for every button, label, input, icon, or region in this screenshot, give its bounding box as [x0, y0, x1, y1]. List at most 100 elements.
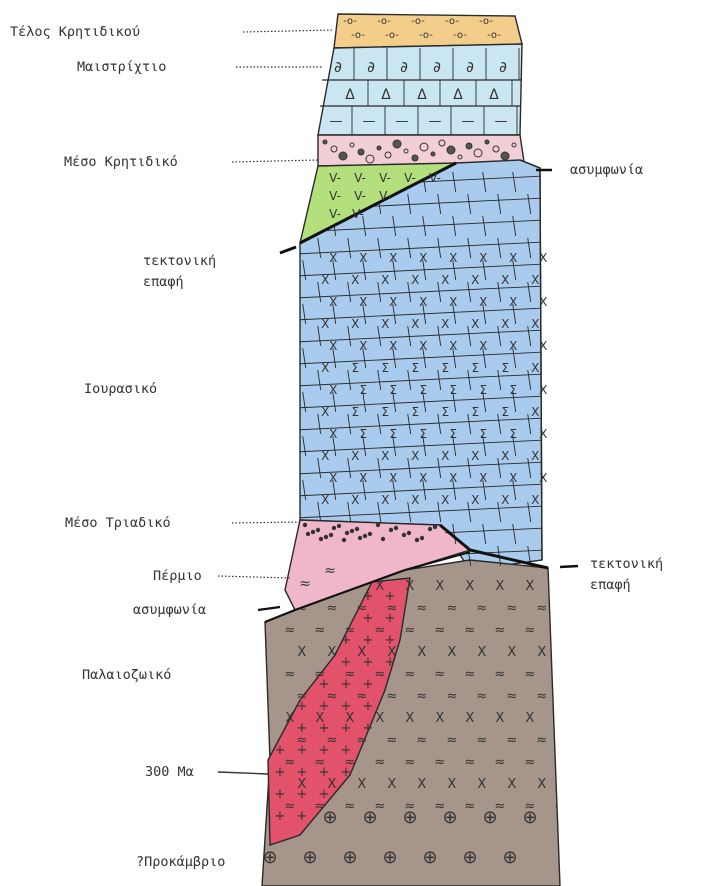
granite-plus-symbol: +	[275, 765, 286, 780]
cross-symbol: X	[381, 273, 389, 287]
cross-symbol: X	[411, 493, 419, 507]
ammonite-symbol: ∂	[400, 58, 408, 76]
sigma-symbol: Σ	[359, 427, 367, 441]
paleozoic-symbol: X	[465, 711, 474, 726]
paleozoic-symbol: X	[525, 711, 534, 726]
paleozoic-symbol: X	[477, 645, 486, 660]
volcanic-symbol: V-	[329, 207, 341, 221]
granite-plus-symbol: +	[363, 721, 374, 736]
circle-plus-symbol: ⊕	[482, 807, 497, 828]
cross-symbol: X	[539, 251, 547, 265]
cross-symbol: X	[419, 339, 427, 353]
volcanic-symbol: V-	[354, 171, 366, 185]
granite-plus-symbol: +	[297, 787, 308, 802]
granite-plus-symbol: +	[297, 699, 308, 714]
cross-symbol: X	[389, 471, 397, 485]
paleozoic-symbol: ≈	[386, 733, 397, 748]
cross-symbol: X	[321, 317, 329, 331]
cross-symbol: X	[359, 251, 367, 265]
sigma-symbol: Σ	[501, 361, 509, 375]
sigma-symbol: Σ	[411, 405, 419, 419]
circle-plus-symbol: ⊕	[362, 807, 377, 828]
permian-grain	[407, 531, 411, 535]
paleozoic-symbol: X	[405, 711, 414, 726]
granite-plus-symbol: +	[341, 699, 352, 714]
paleozoic-symbol: ≈	[554, 799, 565, 814]
cross-symbol: X	[381, 317, 389, 331]
label-mid-cretaceous: Μέσο Κρητιδικό	[64, 154, 178, 170]
sigma-symbol: Σ	[471, 361, 479, 375]
granite-plus-symbol: +	[319, 743, 330, 758]
granite-plus-symbol: +	[297, 743, 308, 758]
permian-grain	[345, 531, 349, 535]
triangle-symbol: Δ	[489, 87, 499, 103]
paleozoic-symbol: ≈	[476, 601, 487, 616]
paleozoic-symbol: ≈	[404, 667, 415, 682]
cross-symbol: X	[411, 317, 419, 331]
paleozoic-symbol: X	[405, 579, 414, 594]
paleozoic-symbol: X	[297, 645, 306, 660]
granite-plus-symbol: +	[341, 721, 352, 736]
granite-plus-symbol: +	[341, 743, 352, 758]
label-tectonic-contact-1b: επαφή	[143, 274, 184, 290]
cross-symbol: X	[531, 317, 539, 331]
permian-grain	[316, 528, 320, 532]
paleozoic-symbol: X	[417, 777, 426, 792]
cross-symbol: X	[531, 273, 539, 287]
leader-dotted	[243, 30, 334, 32]
label-precambrian: ?Προκάμβριο	[136, 854, 225, 870]
paleozoic-symbol: X	[507, 777, 516, 792]
sigma-symbol: Σ	[449, 383, 457, 397]
granite-plus-symbol: +	[319, 677, 330, 692]
permian-grain	[337, 524, 341, 528]
cross-symbol: X	[321, 273, 329, 287]
cross-symbol: X	[479, 251, 487, 265]
granite-plus-symbol: +	[297, 765, 308, 780]
label-jurassic: Ιουρασικό	[84, 381, 157, 397]
cross-symbol: X	[509, 471, 517, 485]
permian-grain	[358, 536, 362, 540]
cross-symbol: X	[351, 317, 359, 331]
paleozoic-symbol: ≈	[494, 755, 505, 770]
paleozoic-symbol: X	[435, 711, 444, 726]
paleozoic-symbol: X	[375, 711, 384, 726]
label-tectonic-contact-1: τεκτονική	[143, 253, 216, 269]
sigma-symbol: Σ	[509, 427, 517, 441]
permian-grain	[319, 537, 323, 541]
paleozoic-symbol: ≈	[566, 601, 577, 616]
cross-symbol: X	[449, 471, 457, 485]
oolite-symbol: -o-	[411, 16, 425, 27]
sigma-symbol: Σ	[359, 383, 367, 397]
granite-plus-symbol: +	[385, 611, 396, 626]
cross-symbol: X	[389, 251, 397, 265]
paleozoic-symbol: ≈	[314, 623, 325, 638]
paleozoic-symbol: X	[327, 645, 336, 660]
cross-symbol: X	[411, 449, 419, 463]
triangle-symbol: Δ	[417, 87, 427, 103]
granite-plus-symbol: +	[275, 743, 286, 758]
granite-plus-symbol: +	[341, 765, 352, 780]
label-unconformity-right: ασυμφωνία	[570, 162, 643, 178]
oolite-symbol: -o-	[377, 16, 391, 27]
granite-plus-symbol: +	[297, 721, 308, 736]
cross-symbol: X	[321, 361, 329, 375]
sigma-symbol: Σ	[351, 405, 359, 419]
sigma-symbol: Σ	[381, 405, 389, 419]
conglomerate-pebble	[377, 146, 381, 150]
paleozoic-symbol: ≈	[476, 689, 487, 704]
granite-plus-symbol: +	[341, 677, 352, 692]
sigma-symbol: Σ	[441, 405, 449, 419]
granite-plus-symbol: +	[385, 589, 396, 604]
volcanic-symbol: V-	[354, 189, 366, 203]
cross-symbol: X	[449, 339, 457, 353]
ammonite-symbol: ∂	[334, 58, 342, 76]
oolite-symbol: -o-	[479, 16, 493, 27]
triangle-symbol: Δ	[381, 87, 391, 103]
cross-symbol: X	[509, 295, 517, 309]
cross-symbol: X	[329, 339, 337, 353]
granite-plus-symbol: +	[319, 787, 330, 802]
circle-plus-symbol: ⊕	[322, 807, 337, 828]
conglomerate-pebble	[358, 149, 364, 155]
dash-symbol: —	[330, 114, 343, 129]
granite-plus-symbol: +	[275, 787, 286, 802]
